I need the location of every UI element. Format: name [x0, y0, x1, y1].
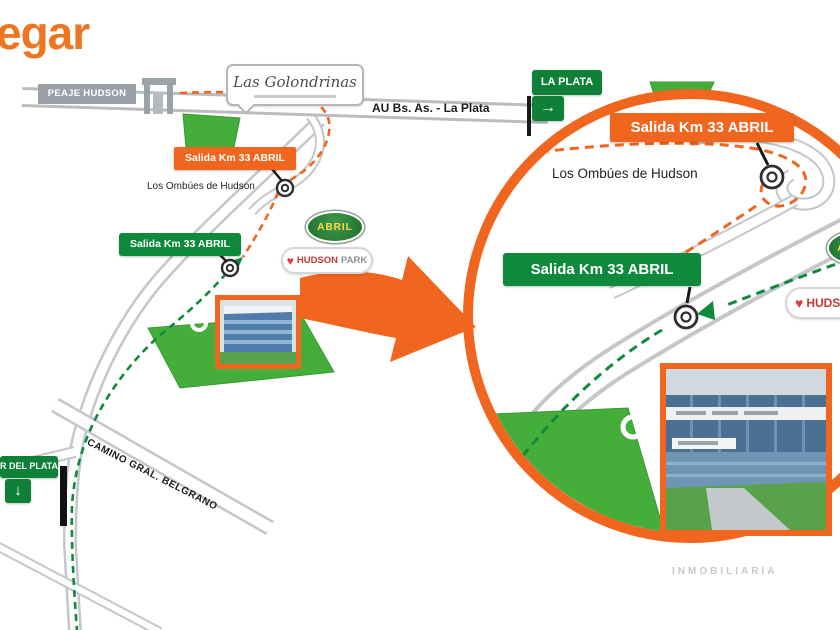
- las-golondrinas-label: Las Golondrinas: [233, 72, 357, 91]
- building-photo-small: [215, 295, 301, 369]
- los-ombues-label: Los Ombúes de Hudson: [147, 181, 255, 192]
- mar-del-plata-sign: R DEL PLATA: [0, 456, 58, 478]
- abril-logo: ABRIL: [306, 211, 364, 243]
- inset-salida-km33-orange-sign: Salida Km 33 ABRIL: [610, 113, 794, 142]
- route-orange-dashed: [179, 90, 331, 258]
- heart-icon: ♥: [286, 253, 294, 268]
- exit-marker-green: [220, 258, 240, 278]
- inset-salida-km33-green-sign: Salida Km 33 ABRIL: [503, 253, 701, 286]
- sign-pole: [527, 96, 531, 136]
- toll-booth-icon: [142, 78, 176, 114]
- sign-pointer-line: [219, 254, 228, 263]
- las-golondrinas-sign: Las Golondrinas: [226, 64, 364, 115]
- salida-km33-orange-sign: Salida Km 33 ABRIL: [174, 147, 296, 170]
- sign-pole: [60, 466, 67, 526]
- sign-pointer-line: [271, 168, 283, 182]
- exit-marker-orange: [275, 178, 295, 198]
- route-green-dashed: [70, 263, 236, 630]
- peaje-hudson-sign: PEAJE HUDSON: [38, 84, 136, 104]
- las-golondrinas-subtext-bar: [254, 94, 336, 98]
- building-photo-large: [660, 363, 832, 536]
- hudson-park-name: HUDSON: [296, 255, 339, 266]
- down-arrow-icon: ↓: [5, 479, 31, 503]
- hudson-park-sign: ♥ HUDSON PARK: [281, 247, 373, 274]
- inset-los-ombues-label: Los Ombúes de Hudson: [552, 166, 698, 181]
- inset-hudson-park-name: HUDSON: [806, 296, 840, 310]
- page-title: egar: [0, 7, 90, 59]
- inset-hudson-park-sign-partial: ♥ HUDSON: [785, 287, 840, 319]
- hudson-park-suffix: PARK: [341, 255, 368, 266]
- la-plata-sign: LA PLATA: [532, 70, 602, 95]
- zoom-arrow: [300, 256, 476, 362]
- heart-icon: ♥: [795, 295, 804, 311]
- watermark-text: INMOBILIARIA: [672, 566, 778, 577]
- location-ring-marker: [190, 314, 208, 332]
- salida-km33-green-sign: Salida Km 33 ABRIL: [119, 233, 241, 256]
- right-arrow-icon: →: [532, 96, 564, 121]
- highway-label: AU Bs. As. - La Plata: [372, 101, 490, 115]
